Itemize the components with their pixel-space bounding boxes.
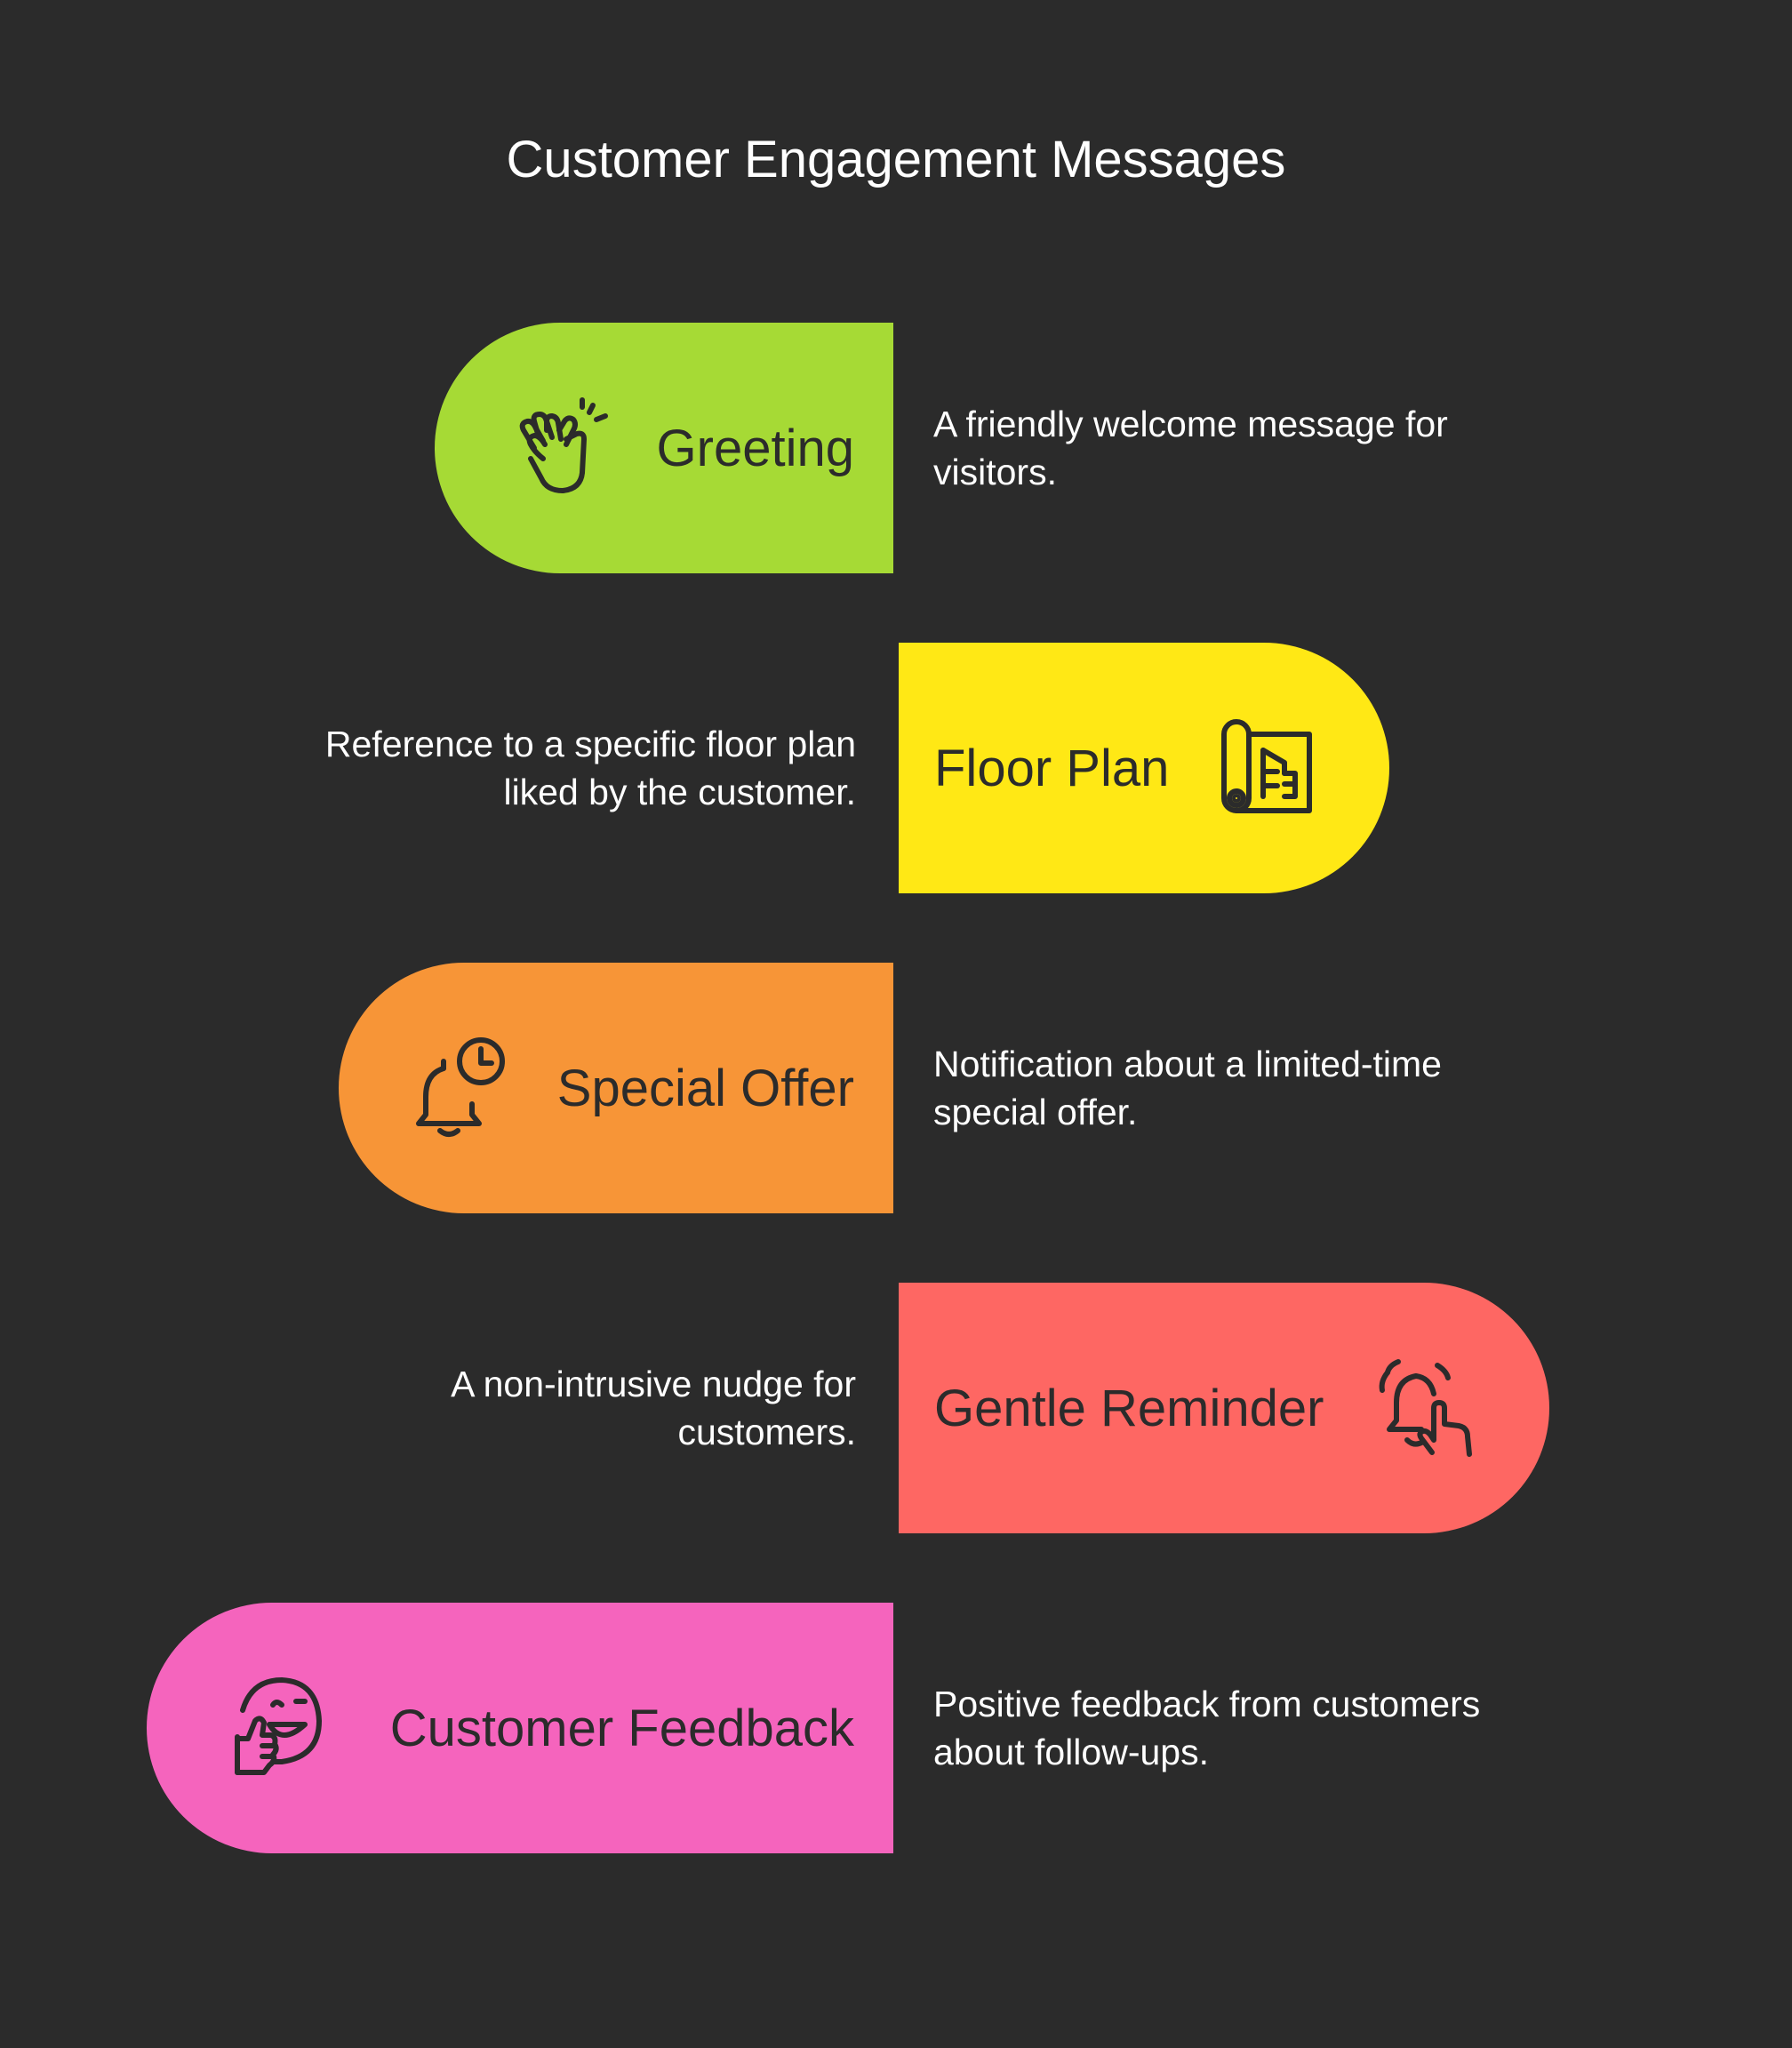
bell-clock-icon bbox=[406, 1035, 513, 1141]
floor-plan-description: Reference to a specific floor plan liked… bbox=[324, 724, 856, 812]
customer-feedback-description: Positive feedback from customers about f… bbox=[933, 1684, 1481, 1772]
special-offer-description: Notification about a limited-time specia… bbox=[933, 1044, 1442, 1132]
customer-feedback-pill: Customer Feedback bbox=[147, 1603, 893, 1853]
floor-plan-label: Floor Plan bbox=[934, 739, 1170, 797]
clapping-hands-icon bbox=[508, 395, 614, 501]
customer-feedback-label: Customer Feedback bbox=[389, 1699, 854, 1757]
gentle-reminder-pill: Gentle Reminder bbox=[899, 1283, 1549, 1533]
greeting-label: Greeting bbox=[656, 419, 854, 477]
diagram-title: Customer Engagement Messages bbox=[506, 131, 1286, 188]
gentle-reminder-description: A non-intrusive nudge for customers. bbox=[451, 1364, 856, 1452]
bell-tap-icon bbox=[1372, 1355, 1478, 1461]
special-offer-label: Special Offer bbox=[556, 1059, 854, 1117]
greeting-description: A friendly welcome message for visitors. bbox=[933, 404, 1448, 492]
special-offer-pill: Special Offer bbox=[339, 963, 893, 1213]
smile-thumbs-up-icon bbox=[220, 1675, 326, 1781]
greeting-pill: Greeting bbox=[435, 323, 893, 573]
blueprint-icon bbox=[1210, 715, 1316, 821]
floor-plan-pill: Floor Plan bbox=[899, 643, 1389, 893]
gentle-reminder-label: Gentle Reminder bbox=[934, 1379, 1324, 1437]
